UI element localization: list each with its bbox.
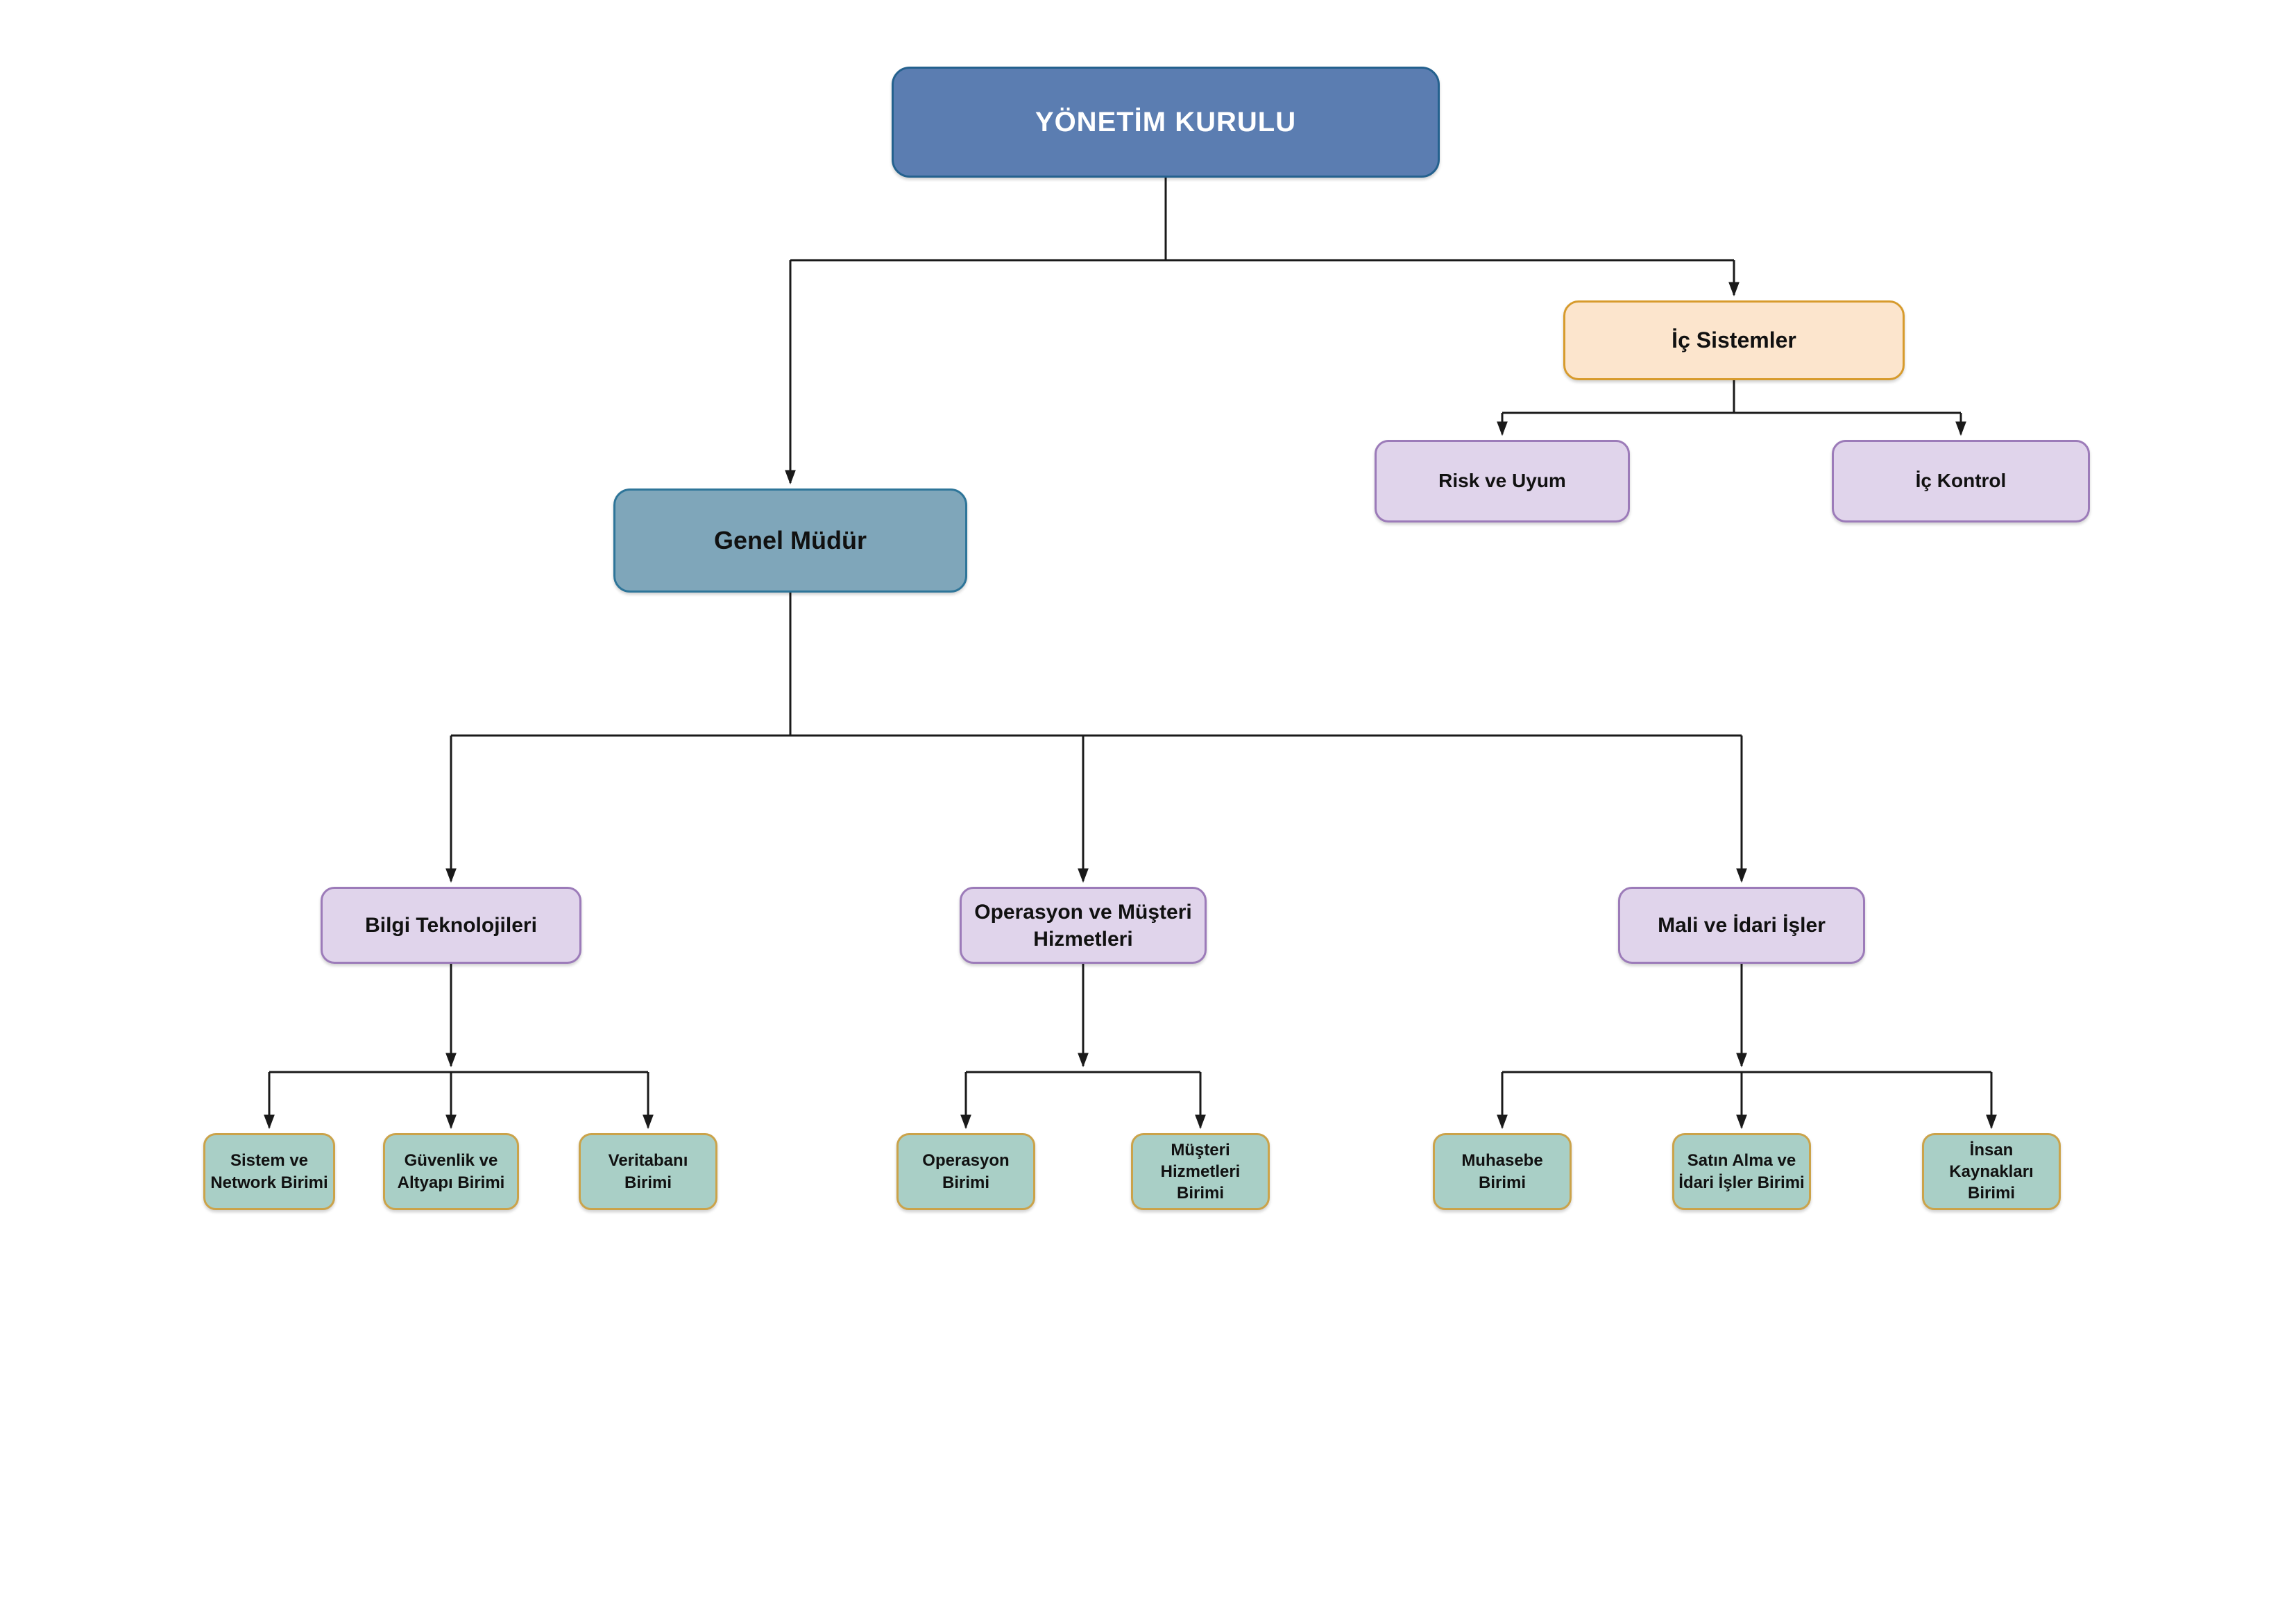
node-satin-alma-ve-idari-isler-birimi[interactable]: Satın Alma ve İdari İşler Birimi bbox=[1672, 1133, 1811, 1210]
node-ic-kontrol[interactable]: İç Kontrol bbox=[1832, 440, 2090, 522]
node-label: İnsan Kaynakları Birimi bbox=[1949, 1140, 2034, 1203]
node-label: Operasyon ve Müşteri Hizmetleri bbox=[974, 900, 1192, 951]
node-label: Operasyon Birimi bbox=[922, 1151, 1010, 1192]
node-muhasebe-birimi[interactable]: Muhasebe Birimi bbox=[1433, 1133, 1572, 1210]
node-label: İç Sistemler bbox=[1672, 327, 1796, 352]
node-sistem-ve-network-birimi[interactable]: Sistem ve Network Birimi bbox=[203, 1133, 335, 1210]
node-bilgi-teknolojileri[interactable]: Bilgi Teknolojileri bbox=[321, 887, 581, 964]
node-mali-ve-idari-isler[interactable]: Mali ve İdari İşler bbox=[1618, 887, 1865, 964]
node-operasyon-birimi[interactable]: Operasyon Birimi bbox=[896, 1133, 1035, 1210]
node-genel-mudur[interactable]: Genel Müdür bbox=[613, 488, 967, 593]
node-label: Güvenlik ve Altyapı Birimi bbox=[397, 1151, 505, 1192]
node-label: Veritabanı Birimi bbox=[608, 1151, 688, 1192]
node-musteri-hizmetleri-birimi[interactable]: Müşteri Hizmetleri Birimi bbox=[1131, 1133, 1270, 1210]
node-label: Mali ve İdari İşler bbox=[1658, 914, 1826, 937]
node-veritabani-birimi[interactable]: Veritabanı Birimi bbox=[579, 1133, 717, 1210]
node-label: Genel Müdür bbox=[713, 525, 867, 554]
node-label: Muhasebe Birimi bbox=[1461, 1151, 1543, 1192]
node-label: Müşteri Hizmetleri Birimi bbox=[1160, 1140, 1241, 1203]
node-label: Sistem ve Network Birimi bbox=[210, 1151, 328, 1192]
node-insan-kaynaklari-birimi[interactable]: İnsan Kaynakları Birimi bbox=[1922, 1133, 2061, 1210]
node-label: Bilgi Teknolojileri bbox=[365, 914, 537, 937]
node-ic-sistemler[interactable]: İç Sistemler bbox=[1563, 300, 1905, 380]
node-risk-ve-uyum[interactable]: Risk ve Uyum bbox=[1375, 440, 1630, 522]
node-label: İç Kontrol bbox=[1915, 470, 2007, 492]
node-operasyon-ve-musteri-hizmetleri[interactable]: Operasyon ve Müşteri Hizmetleri bbox=[960, 887, 1207, 964]
node-label: Satın Alma ve İdari İşler Birimi bbox=[1678, 1151, 1805, 1192]
node-guvenlik-ve-altyapi-birimi[interactable]: Güvenlik ve Altyapı Birimi bbox=[383, 1133, 519, 1210]
node-yonetim-kurulu[interactable]: YÖNETİM KURULU bbox=[892, 67, 1440, 178]
node-label: Risk ve Uyum bbox=[1438, 470, 1566, 492]
node-label: YÖNETİM KURULU bbox=[1035, 107, 1297, 137]
